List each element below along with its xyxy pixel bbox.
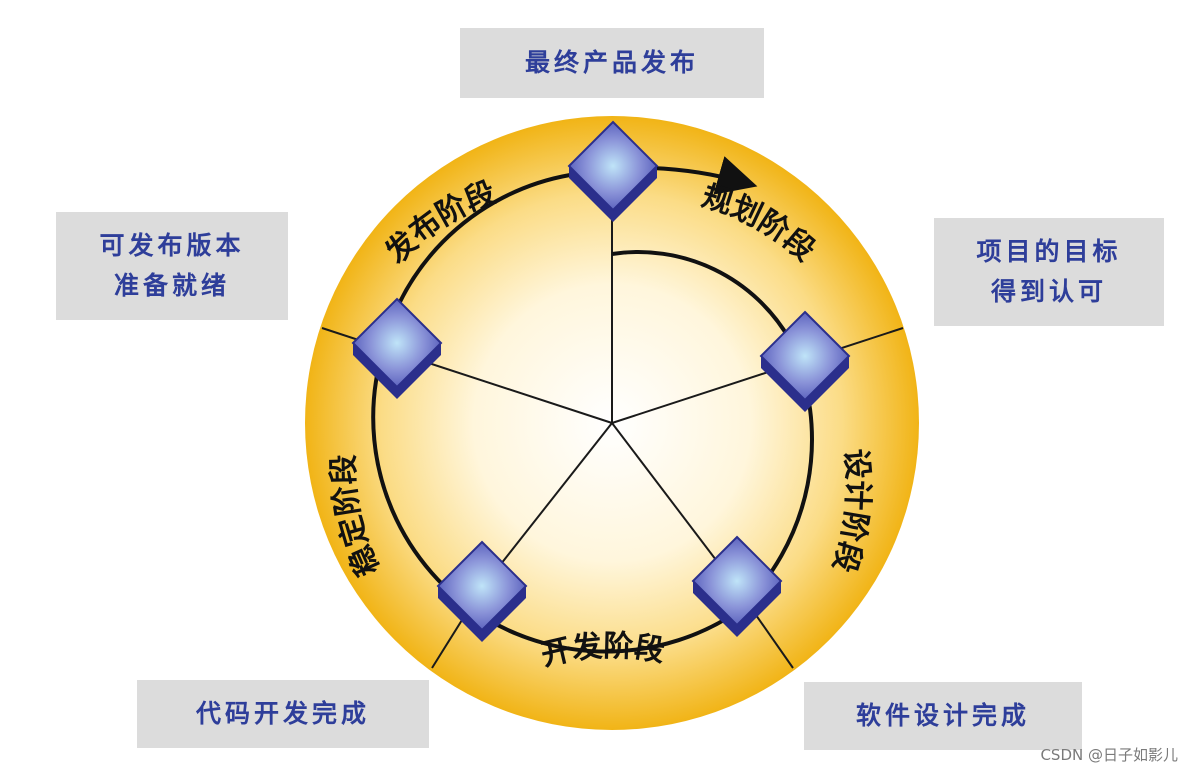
- milestone-release-ready: 可发布版本 准备就绪: [56, 212, 288, 320]
- spoke-bottom-right: [611, 422, 736, 586]
- milestone-diamond-bottom-left: [436, 540, 528, 642]
- milestone-project-goals-line2: 得到认可: [990, 277, 1107, 306]
- milestone-design-done-text: 软件设计完成: [855, 701, 1030, 730]
- milestone-project-goals: 项目的目标 得到认可: [934, 218, 1164, 326]
- milestone-release-ready-line2: 准备就绪: [113, 271, 230, 300]
- milestone-code-done: 代码开发完成: [137, 680, 429, 748]
- milestone-design-done: 软件设计完成: [804, 682, 1082, 750]
- milestone-code-done-text: 代码开发完成: [195, 699, 370, 728]
- milestone-final-release: 最终产品发布: [460, 28, 764, 98]
- milestone-diamond-bottom-right: [691, 535, 783, 637]
- milestone-diamond-left: [351, 297, 443, 399]
- watermark: CSDN @日子如影儿: [1040, 746, 1178, 764]
- milestone-final-release-text: 最终产品发布: [524, 48, 699, 77]
- milestone-release-ready-line1: 可发布版本: [99, 231, 245, 260]
- spoke-bottom-left: [481, 422, 613, 589]
- cycle-arrow: [651, 156, 758, 195]
- milestone-diamond-top: [567, 120, 659, 222]
- milestone-project-goals-line1: 项目的目标: [976, 237, 1122, 266]
- milestone-diamond-right: [759, 310, 851, 412]
